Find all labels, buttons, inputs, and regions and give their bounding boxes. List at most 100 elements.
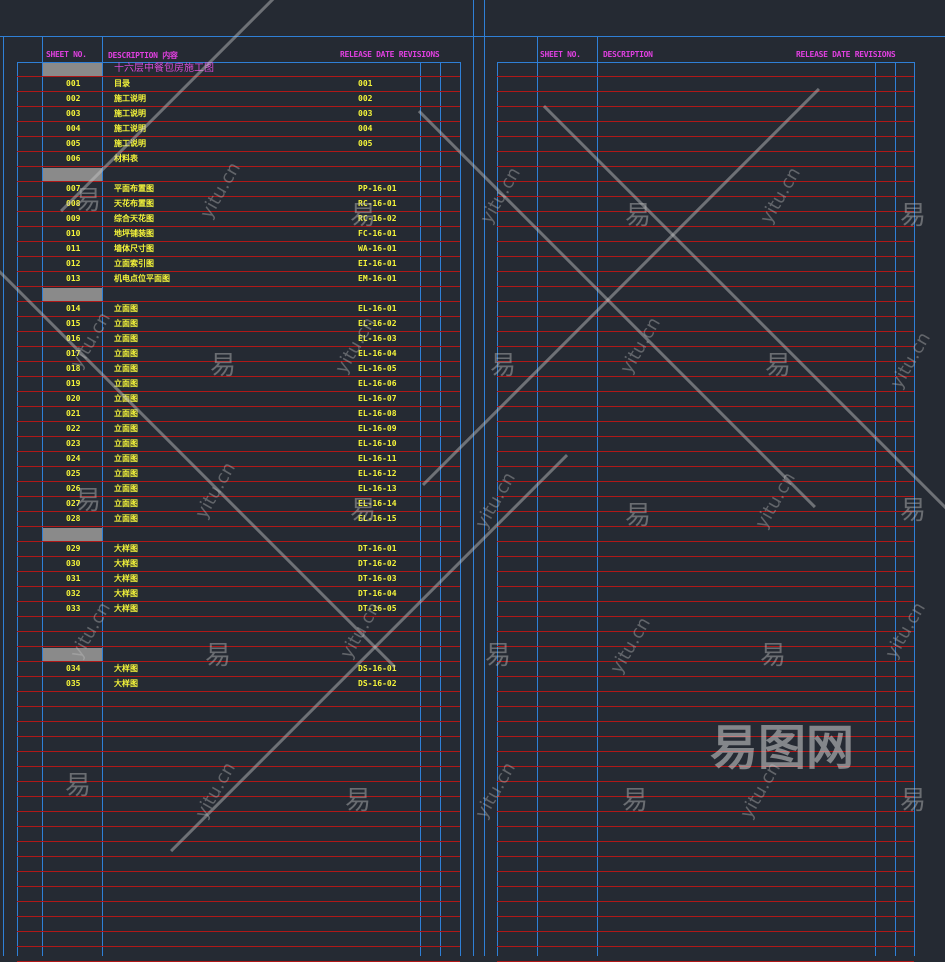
sheet-number: 013 — [66, 274, 81, 283]
sheet-code: DT-16-01 — [358, 544, 397, 553]
table-row — [17, 692, 460, 707]
table-row — [497, 767, 914, 782]
table-row — [497, 347, 914, 362]
table-row — [17, 752, 460, 767]
sheet-code: EL-16-14 — [358, 499, 397, 508]
table-row — [497, 317, 914, 332]
sheet-code: EL-16-02 — [358, 319, 397, 328]
table-row — [497, 917, 914, 932]
group-marker-cell — [43, 168, 102, 181]
sheet-number: 012 — [66, 259, 81, 268]
table-row — [497, 497, 914, 512]
table-row — [497, 92, 914, 107]
table-row — [497, 827, 914, 842]
sheet-number: 035 — [66, 679, 81, 688]
table-row — [497, 467, 914, 482]
table-row — [17, 842, 460, 857]
watermark-glyph: 易 — [625, 201, 652, 231]
sheet-description: 施工说明 — [114, 109, 146, 118]
table-row — [17, 722, 460, 737]
frame-divider — [473, 0, 474, 956]
table-row — [497, 542, 914, 557]
table-row — [497, 722, 914, 737]
watermark-glyph: 易 — [490, 351, 517, 381]
sheet-code: EL-16-07 — [358, 394, 397, 403]
sheet-number: 033 — [66, 604, 81, 613]
sheet-number: 034 — [66, 664, 81, 673]
sheet-description: 立面索引图 — [114, 259, 154, 268]
table-row — [497, 377, 914, 392]
sheet-code: EL-16-08 — [358, 409, 397, 418]
sheet-description: 大样图 — [114, 544, 138, 553]
watermark-glyph: 易 — [345, 786, 372, 816]
sheet-number: 009 — [66, 214, 81, 223]
table-row — [17, 527, 460, 542]
sheet-code: EM-16-01 — [358, 274, 397, 283]
sheet-code: DT-16-05 — [358, 604, 397, 613]
watermark-logo: 易图网 — [710, 720, 855, 776]
table-row — [497, 692, 914, 707]
table-row: 006 材料表 — [17, 152, 460, 167]
table-row — [497, 287, 914, 302]
frame-divider — [484, 0, 485, 956]
sheet-number: 020 — [66, 394, 81, 403]
sheet-description: 材料表 — [114, 154, 138, 163]
table-row — [17, 932, 460, 947]
sheet-code: EL-16-03 — [358, 334, 397, 343]
sheet-code: EL-16-15 — [358, 514, 397, 523]
table-row — [497, 557, 914, 572]
sheet-number: 026 — [66, 484, 81, 493]
table-left-border — [17, 62, 18, 956]
table-row — [497, 857, 914, 872]
watermark-glyph: 易 — [210, 351, 237, 381]
table-row — [497, 182, 914, 197]
table-row — [17, 647, 460, 662]
table-row — [17, 887, 460, 902]
watermark-glyph: 易 — [65, 771, 92, 801]
sheet-description: 立面图 — [114, 394, 138, 403]
sheet-description: 立面图 — [114, 304, 138, 313]
table-row — [497, 512, 914, 527]
sheet-description: 大样图 — [114, 664, 138, 673]
sheet-code: 001 — [358, 79, 373, 88]
table-row — [17, 767, 460, 782]
drawing-set-title: 十六层中餐包房施工图 — [114, 63, 214, 74]
sheet-description: 施工说明 — [114, 94, 146, 103]
sheet-code: EL-16-13 — [358, 484, 397, 493]
sheet-description: 立面图 — [114, 514, 138, 523]
column-divider — [895, 62, 896, 956]
table-row — [497, 902, 914, 917]
sheet-description: 地坪铺装图 — [114, 229, 154, 238]
sheet-description: 墙体尺寸图 — [114, 244, 154, 253]
sheet-code: RC-16-02 — [358, 214, 397, 223]
sheet-number: 006 — [66, 154, 81, 163]
sheet-number: 017 — [66, 349, 81, 358]
sheet-code: DT-16-02 — [358, 559, 397, 568]
sheet-number: 027 — [66, 499, 81, 508]
sheet-code: EL-16-05 — [358, 364, 397, 373]
table-row — [497, 842, 914, 857]
sheet-code: 005 — [358, 139, 373, 148]
watermark-glyph: 易 — [622, 786, 649, 816]
header-description: DESCRIPTION — [603, 50, 653, 59]
table-row — [17, 167, 460, 182]
sheet-description: 大样图 — [114, 559, 138, 568]
column-divider — [440, 62, 441, 956]
table-row — [497, 812, 914, 827]
table-row — [497, 422, 914, 437]
table-right-border — [914, 62, 915, 956]
